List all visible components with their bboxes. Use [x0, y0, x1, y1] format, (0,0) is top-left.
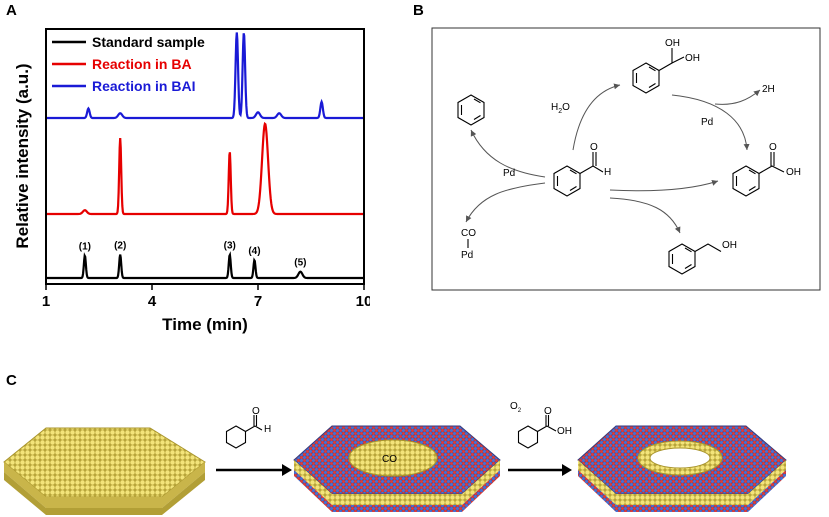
pd-left-label: Pd: [503, 168, 515, 179]
acid-o: O: [769, 142, 777, 153]
series-line: [46, 121, 364, 216]
o2-label: O2: [510, 401, 522, 414]
co-label: CO: [461, 228, 476, 239]
legend-label: Reaction in BAI: [92, 78, 195, 94]
peak-label: (4): [248, 246, 260, 257]
benzaldehyde-molecule: [553, 152, 604, 197]
series-line: [46, 32, 364, 120]
reaction-scheme: O H OH OH O OH OH CO Pd Pd H2O 2H Pd: [431, 27, 821, 291]
diol-oh-1: OH: [665, 38, 680, 49]
arrow-to-copd: [465, 182, 546, 223]
series-line: [46, 251, 364, 280]
peak-label: (1): [79, 242, 91, 253]
co-adsorbed-label: CO: [382, 454, 397, 465]
panel-b-letter: B: [413, 2, 424, 19]
peak-label: (5): [294, 258, 306, 269]
benzoic-acid-icon: [517, 415, 557, 449]
arrow-to-acid: [671, 94, 750, 151]
pd-bound-label: Pd: [461, 250, 473, 261]
benzoic-acid-molecule: [732, 152, 785, 197]
aldehyde-h: H: [604, 167, 611, 178]
hydrogen-label: 2H: [762, 84, 775, 95]
arrow-to-benzene: [470, 129, 546, 178]
legend-label: Standard sample: [92, 34, 205, 50]
water-label: H2O: [551, 102, 570, 115]
acid-oh-label: OH: [557, 426, 572, 437]
benzene-molecule: [457, 94, 485, 126]
ald-h-label: H: [264, 424, 271, 435]
acid-oh: OH: [786, 167, 801, 178]
peak-label: (3): [224, 241, 236, 252]
diol-molecule: [632, 48, 685, 94]
benzaldehyde-icon: [225, 415, 263, 449]
legend-label: Reaction in BA: [92, 56, 192, 72]
y-axis-label: Relative intensity (a.u.): [13, 63, 32, 248]
holey-nanosheet: [577, 425, 787, 512]
arrow-to-alcohol: [609, 197, 681, 234]
ald-o-label: O: [252, 406, 260, 417]
x-tick-label: 4: [148, 293, 157, 310]
plot-frame: [45, 28, 365, 285]
alcohol-oh: OH: [722, 240, 737, 251]
pristine-nanosheet: [3, 427, 206, 515]
diol-oh-2: OH: [685, 53, 700, 64]
arrow-to-acid-bottom: [609, 179, 719, 192]
panel-a-letter: A: [6, 2, 17, 19]
benzyl-alcohol-molecule: [668, 243, 722, 275]
aldehyde-o: O: [590, 142, 598, 153]
x-tick-label: 1: [42, 293, 50, 310]
co-covered-nanosheet: [293, 425, 501, 512]
arrow-to-h2: [714, 89, 761, 105]
x-tick-label: 7: [254, 293, 262, 310]
x-axis-label: Time (min): [162, 315, 248, 334]
pd-top-label: Pd: [701, 117, 713, 128]
arrow-water-addition: [572, 83, 621, 151]
peak-label: (2): [114, 241, 126, 252]
acid-o-label: O: [544, 406, 552, 417]
panel-c-letter: C: [6, 372, 17, 389]
scheme-frame: [431, 27, 821, 291]
x-tick-label: 10: [356, 293, 370, 310]
